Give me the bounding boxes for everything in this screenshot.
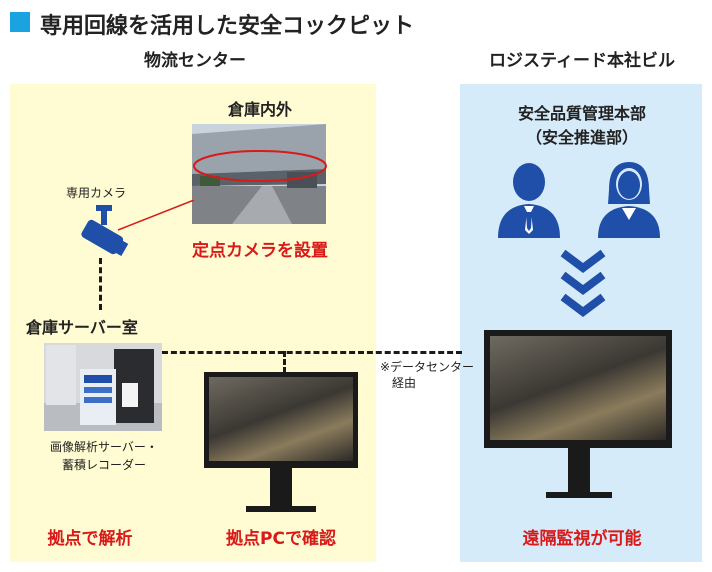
server-room-label: 倉庫サーバー室 <box>26 318 138 337</box>
analyze-caption: 拠点で解析 <box>47 529 133 549</box>
connection-note-line2: 経由 <box>392 376 417 390</box>
hq-monitor-screen <box>490 336 666 440</box>
male-staff-icon <box>498 163 560 238</box>
female-staff-icon <box>598 162 660 238</box>
right-section-heading: ロジスティード本社ビル <box>489 51 675 71</box>
connection-note-line1: ※データセンター <box>380 360 475 374</box>
server-caption-line1: 画像解析サーバー・ <box>50 440 158 454</box>
camera-label: 専用カメラ <box>66 186 127 200</box>
department-line2: （安全推進部） <box>525 128 638 147</box>
camera-icon <box>81 200 195 257</box>
local-pc-link <box>283 351 286 373</box>
server-room-photo <box>44 343 162 431</box>
highlight-ellipse <box>193 150 327 182</box>
remote-monitoring-caption: 遠隔監視が可能 <box>522 529 642 549</box>
camera-server-link <box>99 258 102 310</box>
warehouse-photo <box>192 124 326 224</box>
page-title: 専用回線を活用した安全コックピット <box>40 14 415 39</box>
hq-monitor-base <box>546 492 612 498</box>
hq-monitor-stand <box>568 448 590 494</box>
camera-caption: 定点カメラを設置 <box>192 241 328 261</box>
chevron-down-icon <box>560 249 606 317</box>
network-dashed-line <box>162 351 462 354</box>
local-monitor-screen <box>209 377 353 461</box>
title-marker <box>10 12 30 32</box>
local-monitor-stand <box>270 468 292 508</box>
local-monitor-base <box>246 506 316 512</box>
warehouse-label: 倉庫内外 <box>227 100 292 119</box>
hq-monitor <box>484 330 672 448</box>
local-pc-monitor <box>204 372 358 468</box>
department-line1: 安全品質管理本部 <box>517 104 646 123</box>
server-caption-line2: 蓄積レコーダー <box>61 458 146 472</box>
left-section-heading: 物流センター <box>144 51 246 71</box>
confirm-caption: 拠点PCで確認 <box>226 529 336 549</box>
